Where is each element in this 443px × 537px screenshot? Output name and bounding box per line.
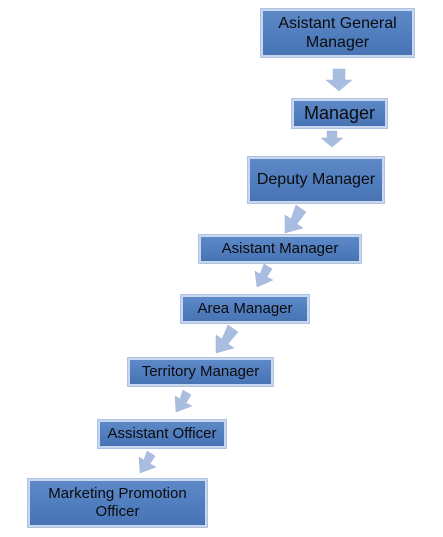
node-assistant-officer: Assistant Officer [98, 420, 226, 448]
connector-arrow-officer-to-marketing [138, 450, 157, 474]
node-area-manager: Area Manager [181, 295, 309, 323]
node-label: Deputy Manager [256, 171, 376, 189]
node-territory-manager: Territory Manager [128, 358, 273, 386]
node-label: Asistant General Manager [278, 14, 397, 51]
node-manager: Manager [292, 99, 387, 128]
node-asistant-manager: Asistant Manager [199, 235, 361, 263]
connector-arrow-territory-to-officer [174, 389, 193, 413]
node-marketing-promotion-officer: Marketing Promotion Officer [28, 479, 207, 527]
node-deputy-manager: Deputy Manager [248, 157, 384, 203]
node-label: Asistant Manager [221, 240, 339, 257]
node-label: Marketing Promotion Officer [48, 485, 187, 520]
connector-arrow-manager-to-deputy [320, 130, 344, 148]
connector-arrow-area-to-territory [215, 324, 239, 354]
node-label: Area Manager [197, 300, 293, 317]
connector-arrow-agm-to-manager [325, 68, 353, 92]
node-label: Manager [303, 102, 376, 123]
connector-arrow-asistant-to-area [254, 263, 274, 288]
node-label: Assistant Officer [107, 425, 217, 442]
node-label: Territory Manager [141, 363, 260, 380]
connector-arrow-deputy-to-asistant [284, 204, 307, 234]
node-asistant-general-manager: Asistant General Manager [261, 9, 414, 57]
